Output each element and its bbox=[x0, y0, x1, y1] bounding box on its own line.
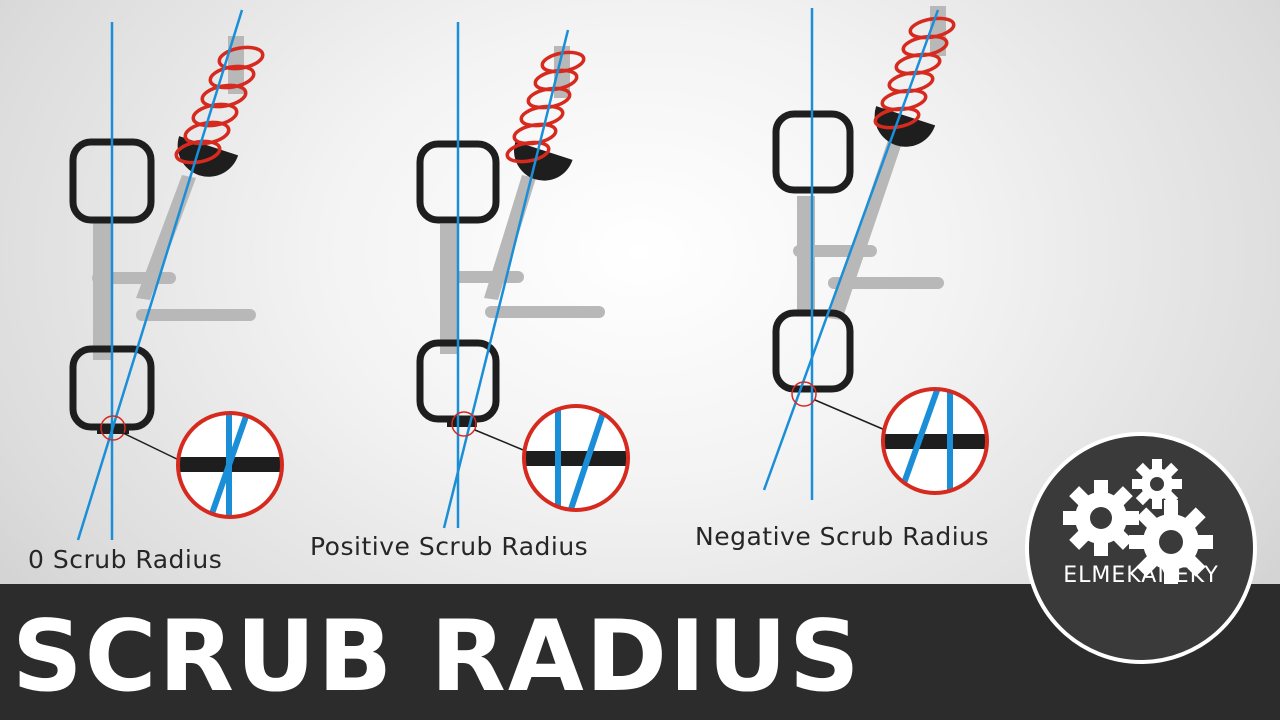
contact-marker bbox=[791, 381, 817, 407]
gears-logo bbox=[1025, 432, 1257, 664]
zoom-circle bbox=[881, 387, 989, 495]
knuckle-bar bbox=[440, 46, 605, 354]
caption-negative-scrub: Negative Scrub Radius bbox=[695, 522, 990, 551]
coil-spring bbox=[505, 50, 586, 164]
zoom-leader bbox=[814, 399, 886, 431]
positive-scrub-assembly bbox=[416, 22, 630, 529]
coil-spring bbox=[174, 45, 265, 165]
strut-mount bbox=[514, 141, 573, 181]
logo-wordmark: ELMEKANEKY bbox=[1063, 563, 1219, 588]
coil-spring bbox=[873, 16, 956, 130]
contact-marker bbox=[451, 411, 477, 437]
zero-scrub-assembly bbox=[69, 9, 284, 541]
steering-axis bbox=[442, 29, 570, 529]
zoom-leader bbox=[122, 432, 184, 463]
steering-axis bbox=[76, 9, 244, 541]
gear-icon bbox=[1132, 459, 1182, 509]
tire-contact bbox=[447, 418, 477, 427]
banner-title: SCRUB RADIUS bbox=[12, 600, 862, 714]
gear-icon bbox=[1129, 500, 1213, 584]
knuckle-bar bbox=[793, 6, 946, 320]
zoom-leader bbox=[474, 429, 529, 453]
contact-marker bbox=[100, 415, 126, 441]
zoom-circle bbox=[522, 404, 630, 512]
negative-scrub-assembly bbox=[762, 6, 989, 500]
gear-icon bbox=[1063, 480, 1139, 556]
caption-positive-scrub: Positive Scrub Radius bbox=[310, 532, 589, 561]
steering-axis bbox=[762, 9, 940, 491]
caption-zero-scrub: 0 Scrub Radius bbox=[28, 545, 223, 574]
zoom-circle bbox=[176, 411, 284, 519]
banner-edge bbox=[0, 584, 1280, 602]
